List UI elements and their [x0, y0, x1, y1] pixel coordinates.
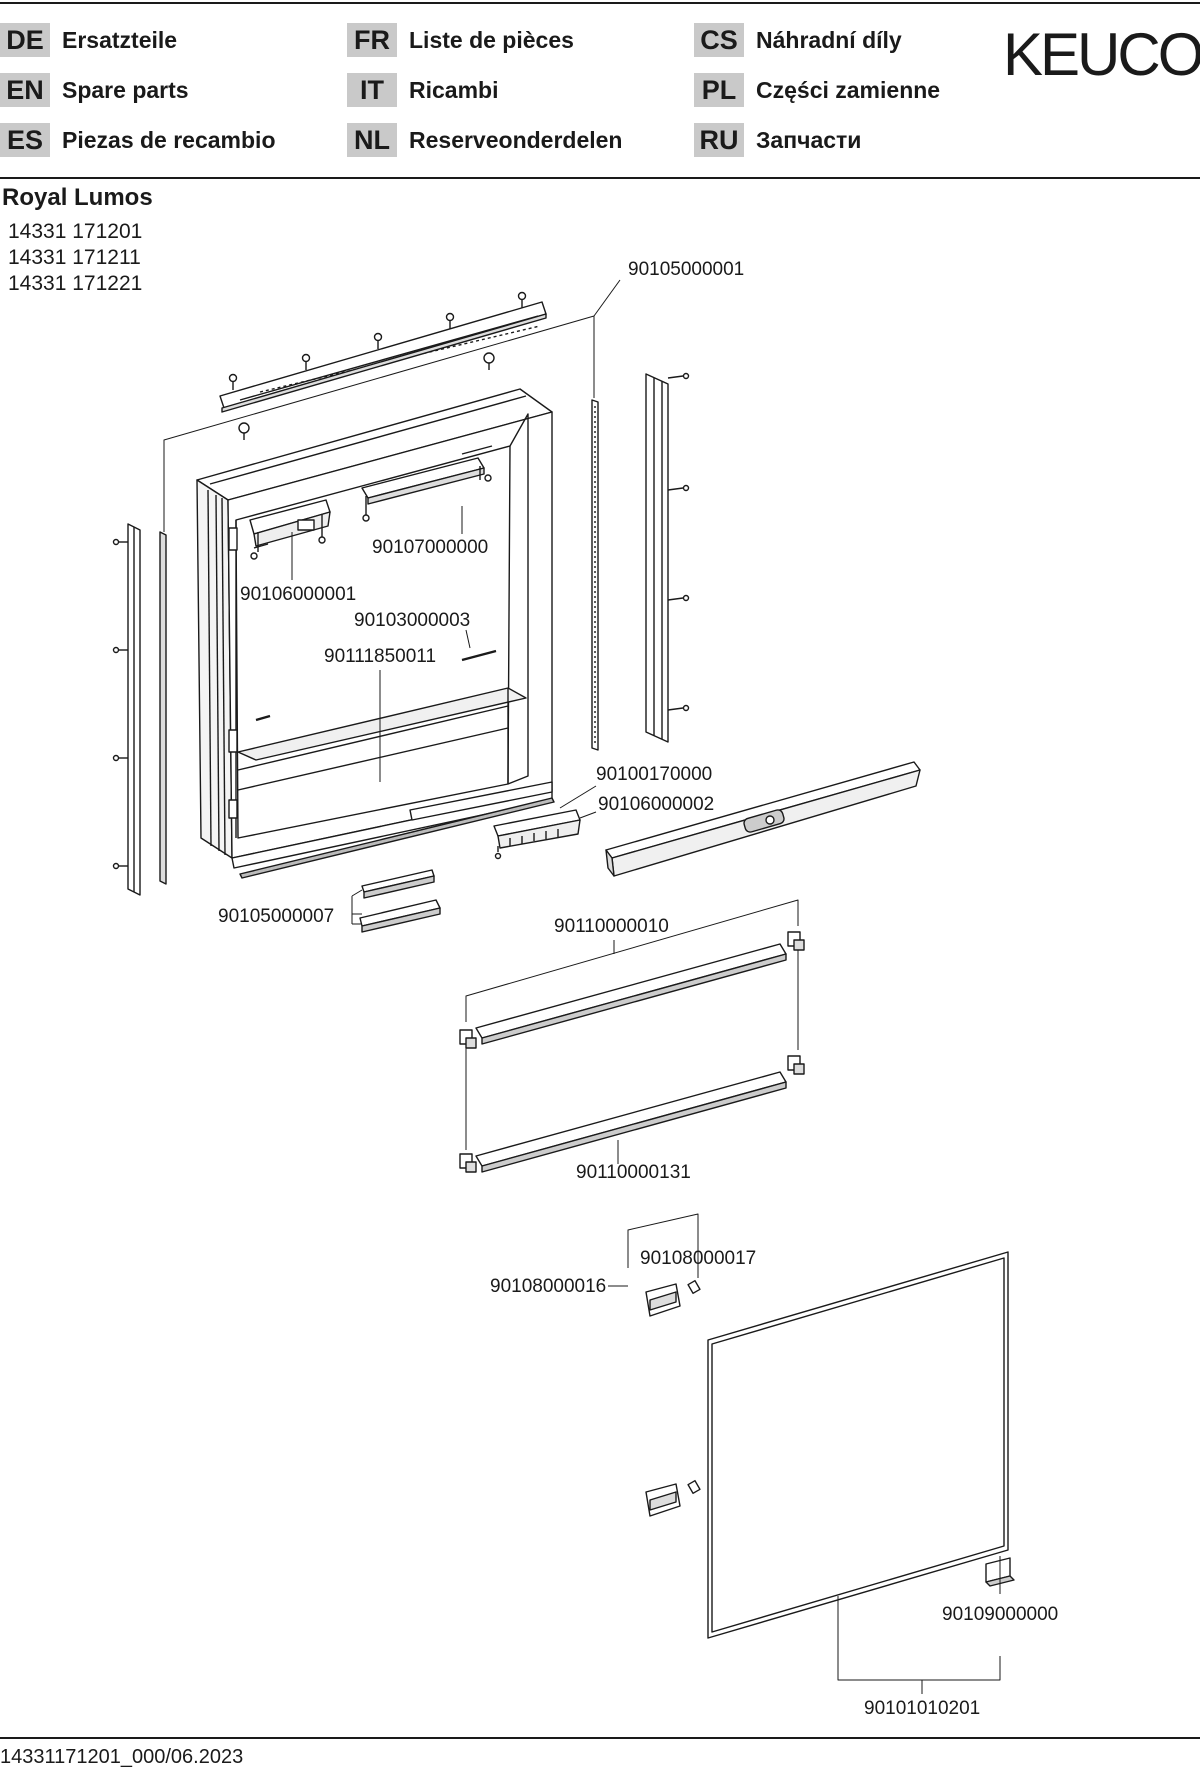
bottom-seal-strip — [239, 781, 555, 879]
part-number: 90110000131 — [576, 1162, 691, 1183]
switch-module — [493, 809, 581, 860]
lang-row-it: IT Ricambi — [347, 72, 498, 108]
bottom-light-profile — [605, 761, 921, 877]
part-number: 90108000017 — [640, 1248, 756, 1269]
lang-row-cs: CS Náhradní díly — [694, 22, 902, 58]
part-number: 90108000016 — [490, 1276, 606, 1297]
lang-code: CS — [694, 23, 744, 57]
footer-rule — [0, 1737, 1200, 1739]
lang-name: Ricambi — [409, 76, 499, 103]
right-side-panel — [645, 373, 669, 743]
lang-name: Piezas de recambio — [62, 126, 276, 153]
part-number: 90105000007 — [218, 906, 334, 927]
screw-icon — [112, 538, 128, 870]
lang-name: Spare parts — [62, 76, 189, 103]
lang-code: NL — [347, 123, 397, 157]
lang-code: DE — [0, 23, 50, 57]
part-number: 90111850011 — [324, 646, 436, 667]
part-number: 90106000002 — [598, 794, 714, 815]
mirror-door — [707, 1251, 1009, 1639]
shelf-support — [459, 931, 805, 1173]
lang-code: RU — [694, 123, 744, 157]
part-number: 90105000001 — [628, 259, 744, 280]
lang-row-ru: RU Запчасти — [694, 122, 861, 158]
glass-shelf — [475, 943, 787, 1045]
clip-profile — [359, 869, 441, 933]
part-number: 90109000000 — [942, 1604, 1058, 1625]
lang-code: FR — [347, 23, 397, 57]
top-cover-strip — [219, 301, 547, 413]
part-labels: 90105000001 90107000000 90106000001 9010… — [218, 259, 1058, 1719]
hinge — [645, 1279, 701, 1517]
product-name: Royal Lumos — [2, 184, 153, 211]
screw-icon — [250, 445, 497, 722]
lang-name: Reserveonderdelen — [409, 126, 623, 153]
header-top-rule — [0, 2, 1200, 4]
part-number: 90101010201 — [864, 1698, 980, 1719]
part-number: 90100170000 — [596, 764, 712, 785]
led-bar — [361, 457, 485, 516]
part-number: 90110000010 — [554, 916, 669, 937]
document-id: 14331171201_000/06.2023 — [0, 1746, 244, 1768]
leader-lines — [163, 279, 1001, 1694]
product-code: 14331 171211 — [8, 246, 141, 269]
perforated-strip — [591, 399, 599, 751]
transformer-box — [249, 499, 331, 552]
lang-row-en: EN Spare parts — [0, 72, 189, 108]
lang-row-nl: NL Reserveonderdelen — [347, 122, 622, 158]
lang-row-es: ES Piezas de recambio — [0, 122, 276, 158]
lang-code: ES — [0, 123, 50, 157]
lang-row-de: DE Ersatzteile — [0, 22, 177, 58]
brand-logo: KEUCO — [1003, 21, 1200, 88]
part-number: 90103000003 — [354, 610, 470, 631]
lang-code: IT — [347, 73, 397, 107]
door-bracket — [985, 1557, 1015, 1587]
lang-row-fr: FR Liste de pièces — [347, 22, 574, 58]
screw-icon — [228, 291, 527, 440]
glass-shelf — [475, 1071, 787, 1173]
screw-icon — [667, 372, 690, 712]
lang-name: Ersatzteile — [62, 26, 178, 53]
lang-code: PL — [694, 73, 744, 107]
lang-row-pl: PL Części zamienne — [694, 72, 940, 108]
part-number: 90106000001 — [240, 584, 356, 605]
lang-name: Liste de pièces — [409, 26, 574, 53]
part-number: 90107000000 — [372, 537, 488, 558]
product-code: 14331 171221 — [8, 272, 143, 295]
header-bottom-rule — [0, 177, 1200, 179]
lang-name: Części zamienne — [756, 76, 941, 103]
lang-code: EN — [0, 73, 50, 107]
left-side-panel — [127, 523, 167, 896]
lang-name: Запчасти — [756, 126, 862, 153]
product-code: 14331 171201 — [8, 220, 143, 243]
lang-name: Náhradní díly — [756, 26, 902, 53]
